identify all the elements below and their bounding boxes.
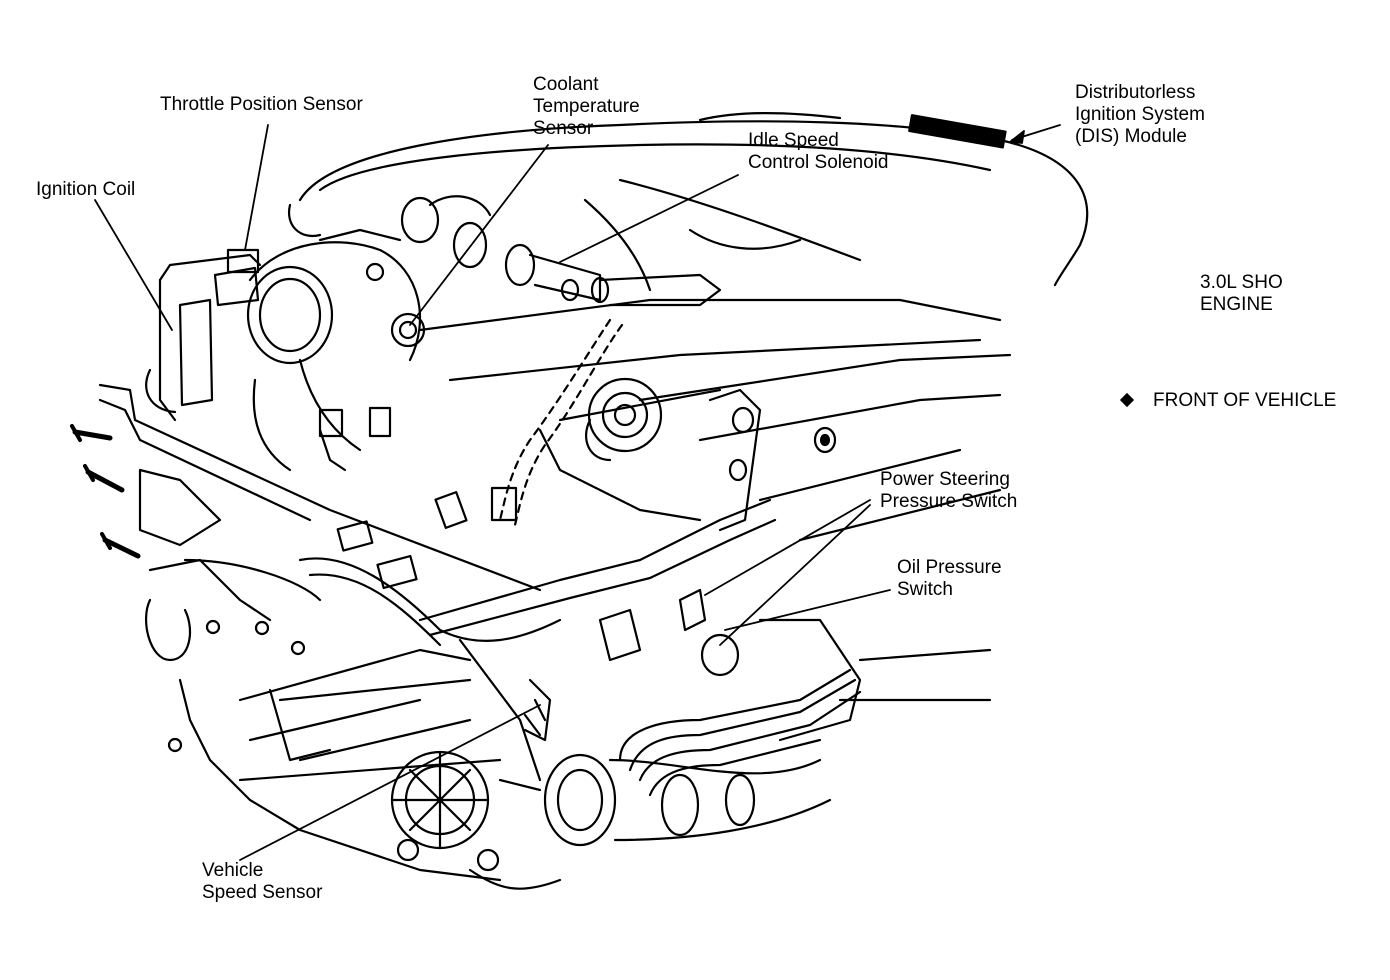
bolt-icons — [72, 426, 138, 556]
throttle-body — [248, 230, 424, 470]
wiring-harness — [300, 408, 775, 645]
label-vehicle-speed-sensor: Vehicle Speed Sensor — [202, 860, 323, 903]
label-oil-pressure-switch: Oil Pressure Switch — [897, 557, 1002, 600]
alternator — [392, 752, 560, 889]
leader-idle-speed-control-solenoid — [560, 175, 738, 262]
leader-vehicle-speed-sensor — [240, 705, 540, 860]
label-power-steering-pressure-switch: Power Steering Pressure Switch — [880, 469, 1018, 512]
label-ignition-coil: Ignition Coil — [36, 179, 136, 200]
dis-arrow-icon — [1010, 131, 1024, 143]
hose-lines — [620, 670, 860, 795]
label-dis-module: Distributorless Ignition System (DIS) Mo… — [1075, 82, 1205, 147]
leader-power-steering-b — [720, 505, 870, 645]
transaxle — [500, 620, 860, 845]
accessory-pulley — [586, 379, 661, 460]
pressure-switch-area — [525, 390, 760, 740]
label-engine-name: 3.0L SHO ENGINE — [1200, 272, 1283, 315]
label-coolant-temperature-sensor: Coolant Temperature Sensor — [533, 74, 640, 139]
leader-throttle-position-sensor — [245, 125, 268, 250]
leader-power-steering-a — [705, 500, 870, 595]
ignition-coil-block — [146, 250, 260, 420]
leader-coolant-temperature-sensor — [410, 145, 548, 325]
mount-bracket — [100, 385, 540, 660]
leader-ignition-coil — [95, 200, 172, 330]
dashed-harness — [500, 320, 622, 525]
label-front-of-vehicle: FRONT OF VEHICLE — [1153, 390, 1337, 411]
intake-plenum — [289, 113, 1087, 290]
idle-speed-control-solenoid — [402, 196, 720, 305]
label-throttle-position-sensor: Throttle Position Sensor — [160, 94, 363, 115]
leader-lines — [95, 125, 1060, 860]
lower-engine — [169, 640, 540, 880]
label-idle-speed-control-solenoid: Idle Speed Control Solenoid — [748, 130, 889, 173]
engine-block — [420, 300, 1010, 700]
leader-oil-pressure-switch — [725, 590, 890, 630]
